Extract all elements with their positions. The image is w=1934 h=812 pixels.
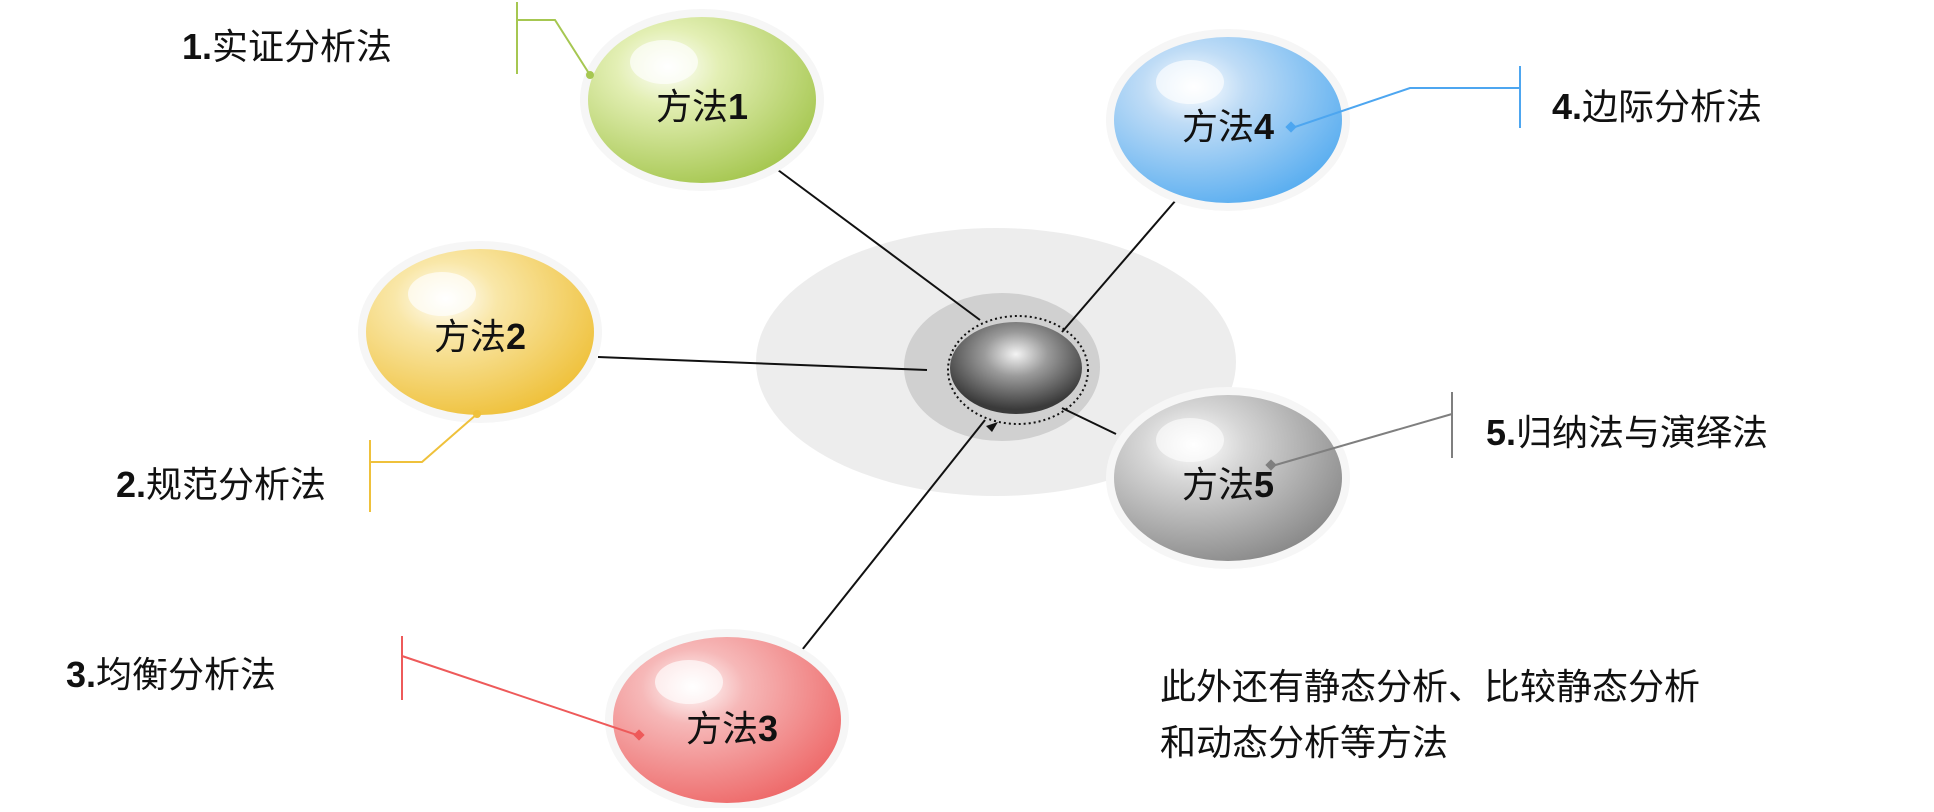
method-name-m4: 4.边际分析法: [1552, 86, 1763, 128]
bubble-label-m3: 方法3: [685, 708, 779, 750]
bubble-m4: [1106, 29, 1350, 211]
bubble-label-m1: 方法1: [655, 86, 749, 128]
callout-m3-dot: [633, 729, 645, 741]
bubble-m5: [1106, 387, 1350, 569]
bubble-label-m2: 方法2: [433, 316, 527, 358]
callout-m1-dot: [586, 71, 594, 79]
note-line-1: 此外还有静态分析、比较静态分析: [1160, 667, 1701, 708]
bubble-m2: [358, 241, 602, 423]
callout-m4-dot: [1285, 121, 1297, 133]
connector-m3: [801, 419, 986, 651]
additional-methods-note: 此外还有静态分析、比较静态分析 和动态分析等方法: [1160, 660, 1700, 772]
center-ring-dotted: [947, 315, 1089, 425]
method-name-m5: 5.归纳法与演绎法: [1486, 412, 1769, 454]
callout-m4: [1291, 87, 1520, 129]
note-line-2: 和动态分析等方法: [1160, 723, 1449, 764]
connector-m2: [597, 356, 928, 371]
bubble-m3: [605, 629, 849, 811]
callout-m2-dot: [473, 410, 481, 418]
method-name-m2: 2.规范分析法: [116, 464, 327, 506]
bubble-label-m4: 方法4: [1181, 106, 1275, 148]
connector-m1: [777, 169, 981, 321]
callout-m3: [401, 655, 641, 737]
bubble-m1: [580, 9, 824, 191]
connector-m4: [1061, 199, 1177, 333]
connector-m5: [1061, 407, 1117, 435]
callout-m5-dot: [1265, 459, 1277, 471]
method-name-m1: 1.实证分析法: [182, 26, 393, 68]
bubble-label-m5: 方法5: [1181, 464, 1275, 506]
callout-m1: [517, 19, 591, 76]
method-name-m3: 3.均衡分析法: [66, 654, 277, 696]
callout-m2: [370, 413, 478, 463]
callout-m5: [1271, 413, 1453, 467]
center-sphere: [950, 322, 1082, 414]
center-arrow-icon: [986, 422, 998, 432]
